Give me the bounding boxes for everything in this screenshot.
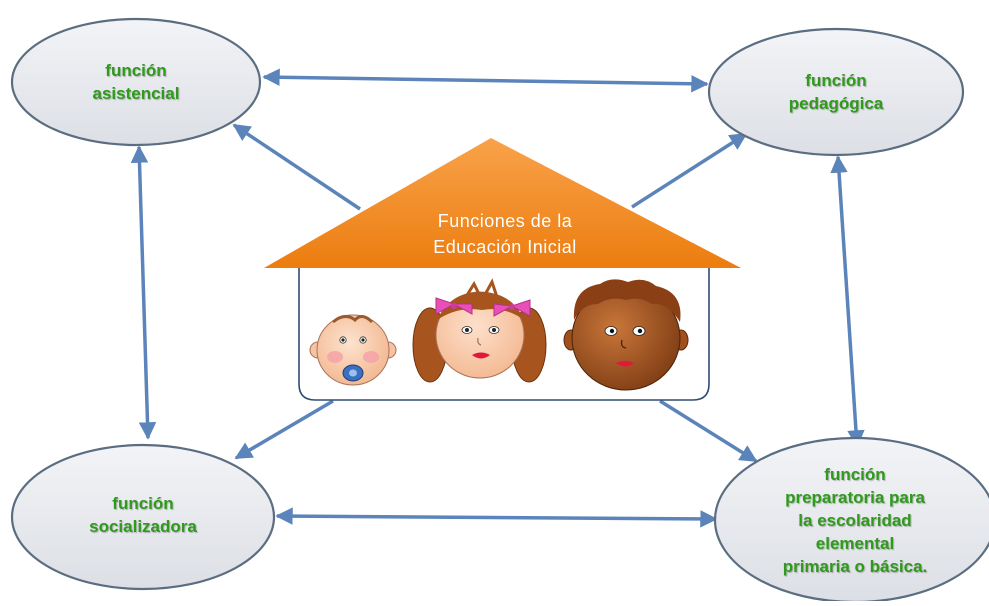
arrow-center-to-asistencial: [232, 123, 361, 211]
node-socializadora-ellipse: [10, 443, 276, 591]
arrow-socializadora-preparatoria: [275, 507, 718, 528]
node-pedagogica-line-2: pedagógica: [788, 94, 884, 113]
node-preparatoria-line-2: preparatoria para: [785, 487, 925, 507]
node-preparatoria-line-3: la escolaridad: [798, 510, 912, 530]
baby-face-icon: [309, 314, 397, 386]
node-preparatoria-line-1: función: [824, 464, 886, 484]
arrow-center-to-pedagogica: [631, 132, 748, 209]
arrow-center-to-socializadora: [234, 399, 334, 460]
girl-face-icon: [412, 278, 547, 383]
node-preparatoria-line-5: primaria o básica.: [782, 556, 928, 576]
arrow-center-to-preparatoria: [659, 399, 758, 463]
node-preparatoria-label: función preparatoria para la escolaridad…: [755, 455, 955, 585]
node-pedagogica-label: función pedagógica: [756, 57, 916, 127]
node-asistencial-line-1: función: [105, 61, 167, 80]
node-preparatoria-line-4: elemental: [815, 533, 895, 553]
center-title-line-1: Funciones de la: [437, 211, 573, 231]
arrow-asistencial-pedagogica: [262, 68, 709, 93]
center-title: Funciones de la Educación Inicial: [350, 208, 660, 260]
boy-face-icon: [563, 279, 689, 391]
node-pedagogica-line-1: función: [805, 71, 867, 90]
node-socializadora-line-2: socializadora: [89, 517, 197, 536]
center-title-line-2: Educación Inicial: [433, 237, 577, 257]
arrow-pedagogica-preparatoria: [830, 155, 865, 448]
connectors: [130, 68, 865, 528]
node-socializadora-label: función socializadora: [58, 480, 228, 550]
node-pedagogica-ellipse: [707, 27, 965, 157]
node-shapes: [10, 17, 989, 604]
node-asistencial-label: función asistencial: [56, 47, 216, 117]
node-asistencial-line-2: asistencial: [92, 84, 180, 103]
node-socializadora-line-1: función: [112, 494, 174, 513]
node-asistencial-ellipse: [10, 17, 262, 147]
arrow-asistencial-socializadora: [130, 145, 157, 440]
house-roof: [264, 138, 741, 268]
